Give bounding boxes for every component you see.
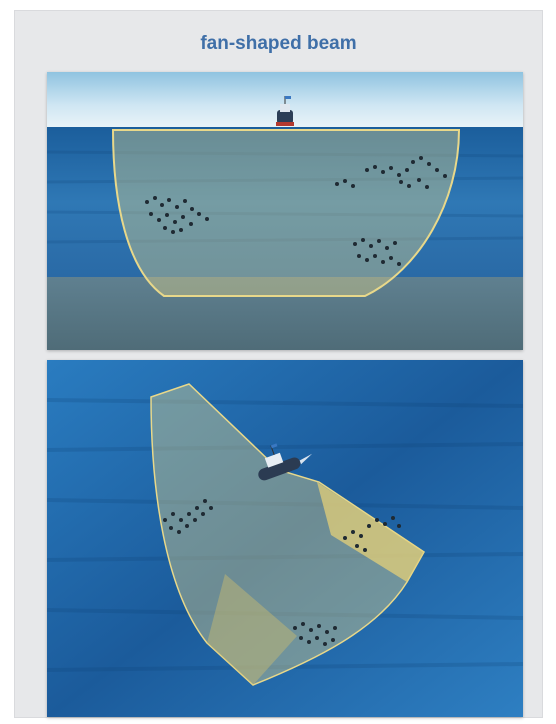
figure-title: fan-shaped beam bbox=[15, 33, 542, 55]
top-view-panel bbox=[47, 360, 523, 717]
side-view-panel bbox=[47, 72, 523, 350]
figure-card: fan-shaped beam bbox=[14, 10, 543, 718]
side-view-illustration bbox=[47, 72, 523, 350]
top-view-illustration bbox=[47, 360, 523, 717]
